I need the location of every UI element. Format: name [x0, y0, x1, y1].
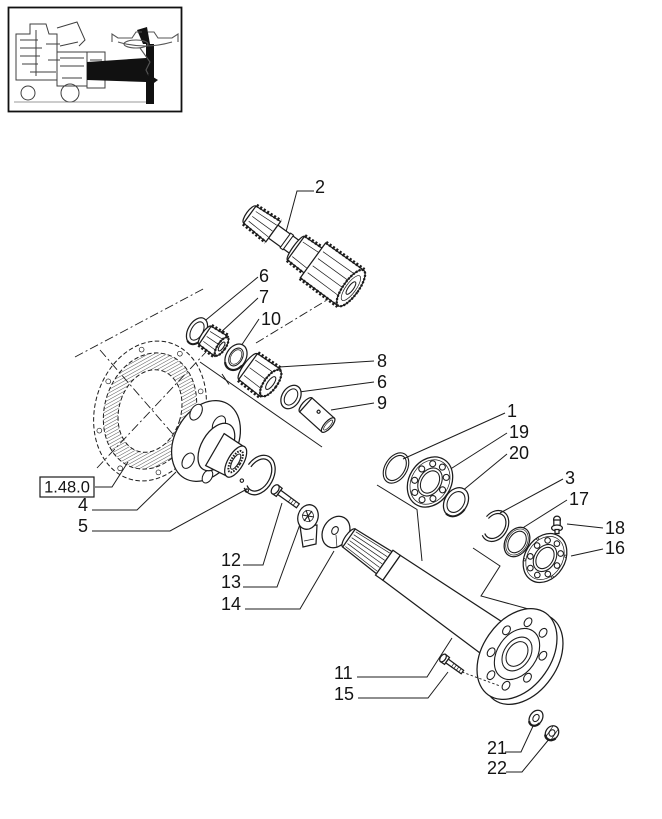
callout-22[interactable]: 22	[487, 758, 507, 778]
callout-20[interactable]: 20	[509, 443, 529, 463]
callout-19[interactable]: 19	[509, 422, 529, 442]
callout-8[interactable]: 8	[377, 351, 387, 371]
callout-21[interactable]: 21	[487, 738, 507, 758]
callout-9[interactable]: 9	[377, 393, 387, 413]
axle-top-view-sketch	[111, 31, 179, 86]
spacer-20	[442, 486, 470, 518]
seal-17	[503, 526, 531, 558]
snap-ring-5	[239, 454, 276, 496]
nut-22	[544, 724, 560, 742]
o-ring-1	[382, 452, 410, 484]
washer-21	[527, 709, 545, 727]
reference-label: 1.48.0	[44, 479, 90, 497]
callout-17[interactable]: 17	[569, 489, 589, 509]
assembly-chevrons	[199, 361, 544, 614]
callout-3[interactable]: 3	[565, 468, 575, 488]
reference-box[interactable]: 1.48.0	[39, 476, 95, 498]
callout-6b[interactable]: 6	[377, 372, 387, 392]
spacer-10	[223, 342, 249, 372]
callout-12[interactable]: 12	[221, 550, 241, 570]
callout-16[interactable]: 16	[605, 538, 625, 558]
wheel-stud-15	[439, 653, 501, 687]
snap-ring-3	[480, 509, 510, 543]
bearing-16	[522, 532, 568, 584]
bolt-12	[270, 484, 301, 509]
callout-10[interactable]: 10	[261, 309, 281, 329]
callout-14[interactable]: 14	[221, 594, 241, 614]
highlighted-axle-area	[87, 27, 154, 104]
callout-5[interactable]: 5	[78, 516, 88, 536]
washer-6b	[280, 384, 302, 410]
breather-valve-18	[550, 515, 564, 535]
part-input-shaft-2	[241, 203, 367, 308]
planet-pin-9	[298, 397, 336, 433]
bearing-19	[406, 456, 454, 508]
callout-4[interactable]: 4	[78, 495, 88, 515]
lock-plate-13	[297, 504, 319, 548]
callout-2[interactable]: 2	[315, 177, 325, 197]
planet-carrier-4	[170, 400, 248, 484]
axle-shaft-11	[341, 528, 564, 705]
planet-gear-8	[237, 351, 283, 399]
sun-gear-7	[197, 324, 230, 359]
callout-18[interactable]: 18	[605, 518, 625, 538]
callout-13[interactable]: 13	[221, 572, 241, 592]
callout-15[interactable]: 15	[334, 684, 354, 704]
callout-6a[interactable]: 6	[259, 266, 269, 286]
callouts: 2 6 7 10 8 6 9 1 19 20 3 17 18 16 4 5 12…	[78, 177, 625, 778]
callout-1[interactable]: 1	[507, 401, 517, 421]
callout-7[interactable]: 7	[259, 287, 269, 307]
callout-11[interactable]: 11	[334, 663, 353, 683]
tractor-overview-thumbnail	[7, 6, 183, 113]
